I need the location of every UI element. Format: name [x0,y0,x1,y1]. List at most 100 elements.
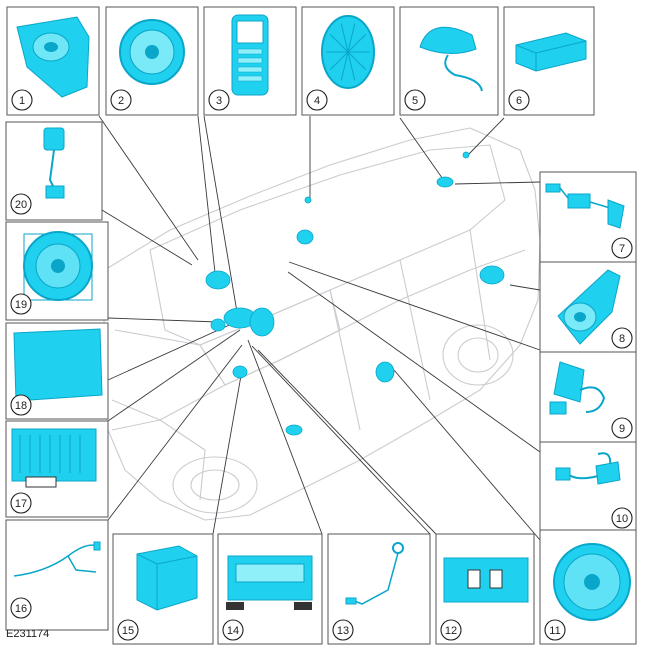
callout-number-3: 3 [216,95,222,107]
leader-line-7 [454,181,541,185]
cable-module-icon [555,452,621,485]
callout-badge-2 [110,89,132,111]
leader-line-1 [98,115,199,261]
leader-line-11 [393,369,541,541]
control-panel-icon [231,14,269,96]
vehicle-door-line [329,229,491,431]
shark-fin-antenna-icon [419,26,483,92]
callout-badge-20 [10,193,32,215]
callout-box-18: 18 [5,322,109,420]
callout-number-16: 16 [15,603,27,615]
callout-box-14: 14 [217,533,323,645]
callout-number-5: 5 [412,95,418,107]
vehicle-grille [111,419,206,501]
callout-box-10: 10 [539,441,637,531]
vehicle-front-wheel-inner [190,469,240,501]
callout-badge-4 [306,89,328,111]
usb-hub-icon [443,557,529,603]
vehicle-component-10 [479,265,505,285]
callout-box-11: 11 [539,529,637,645]
callout-badge-19 [10,293,32,315]
callout-box-4: 4 [301,6,395,116]
vehicle-component-5 [210,318,226,332]
radio-display-icon [226,555,313,610]
vehicle-outline [103,127,541,521]
callout-box-9: 9 [539,351,637,443]
vehicle-windshield [199,289,341,386]
round-speaker-icon [119,19,185,85]
vehicle-component-11 [304,196,312,204]
leader-line-20 [101,209,193,266]
large-speaker-icon [553,543,631,621]
callout-number-20: 20 [15,199,27,211]
display-screen-icon [13,328,103,402]
callout-badge-10 [611,507,633,529]
callout-badge-3 [208,89,230,111]
vehicle-hood [111,329,226,421]
callout-box-12: 12 [435,533,535,645]
leader-line-5 [399,117,446,183]
vehicle-component-2 [296,229,314,245]
amplifier-icon [11,428,97,488]
callout-number-13: 13 [337,625,349,637]
antenna-lead-icon [345,542,404,605]
module-icon [515,32,587,72]
gps-cable-icon [43,127,65,199]
callout-badge-12 [440,619,462,641]
vehicle-rear-wheel [442,324,514,386]
callout-badge-5 [404,89,426,111]
callout-number-17: 17 [15,498,27,510]
antenna-cable-icon [545,183,625,229]
callout-box-19: 19 [5,221,109,321]
callout-box-13: 13 [327,533,431,645]
callout-number-14: 14 [227,625,239,637]
callout-number-11: 11 [549,625,560,637]
callout-box-2: 2 [105,6,199,116]
callout-number-4: 4 [314,95,320,107]
vehicle-component-9 [285,424,303,436]
callout-number-9: 9 [619,423,625,435]
vehicle-components [205,151,505,436]
callout-box-5: 5 [399,6,499,116]
vehicle-component-1 [205,270,231,290]
leader-line-3 [203,115,239,319]
callout-number-2: 2 [118,95,124,107]
callout-box-8: 8 [539,261,637,353]
vehicle-rear-wheel-inner [457,337,499,373]
callout-badge-15 [117,619,139,641]
callout-badge-8 [611,327,633,349]
figure-reference: E231174 [6,628,50,640]
leader-line-12 [257,349,437,535]
speaker-bracket-icon [16,16,90,98]
callout-badge-13 [332,619,354,641]
callout-number-15: 15 [122,625,134,637]
callout-badge-9 [611,417,633,439]
callout-badge-17 [10,492,32,514]
leader-lines [98,115,541,541]
leader-line-9 [288,261,541,351]
callout-box-16: 16 [5,519,109,631]
leader-line-10 [287,271,541,453]
callout-number-12: 12 [445,625,457,637]
door-speaker-icon [557,269,621,345]
vehicle-component-6 [375,361,395,383]
callout-number-19: 19 [15,299,27,311]
vehicle-component-4 [249,307,275,337]
vehicle-body [103,127,541,521]
callout-box-6: 6 [503,6,595,116]
callout-box-20: 20 [5,121,103,221]
leader-line-19 [107,317,219,323]
leader-line-18 [107,321,237,381]
callout-box-17: 17 [5,420,109,518]
callout-box-3: 3 [203,6,297,116]
vehicle-component-12 [462,151,470,159]
leader-line-2 [197,115,217,283]
callout-badge-16 [10,597,32,619]
callout-box-1: 1 [6,6,100,116]
leader-line-14 [247,339,323,535]
callout-number-6: 6 [516,95,522,107]
callout-badge-18 [10,394,32,416]
callout-box-15: 15 [112,533,214,645]
